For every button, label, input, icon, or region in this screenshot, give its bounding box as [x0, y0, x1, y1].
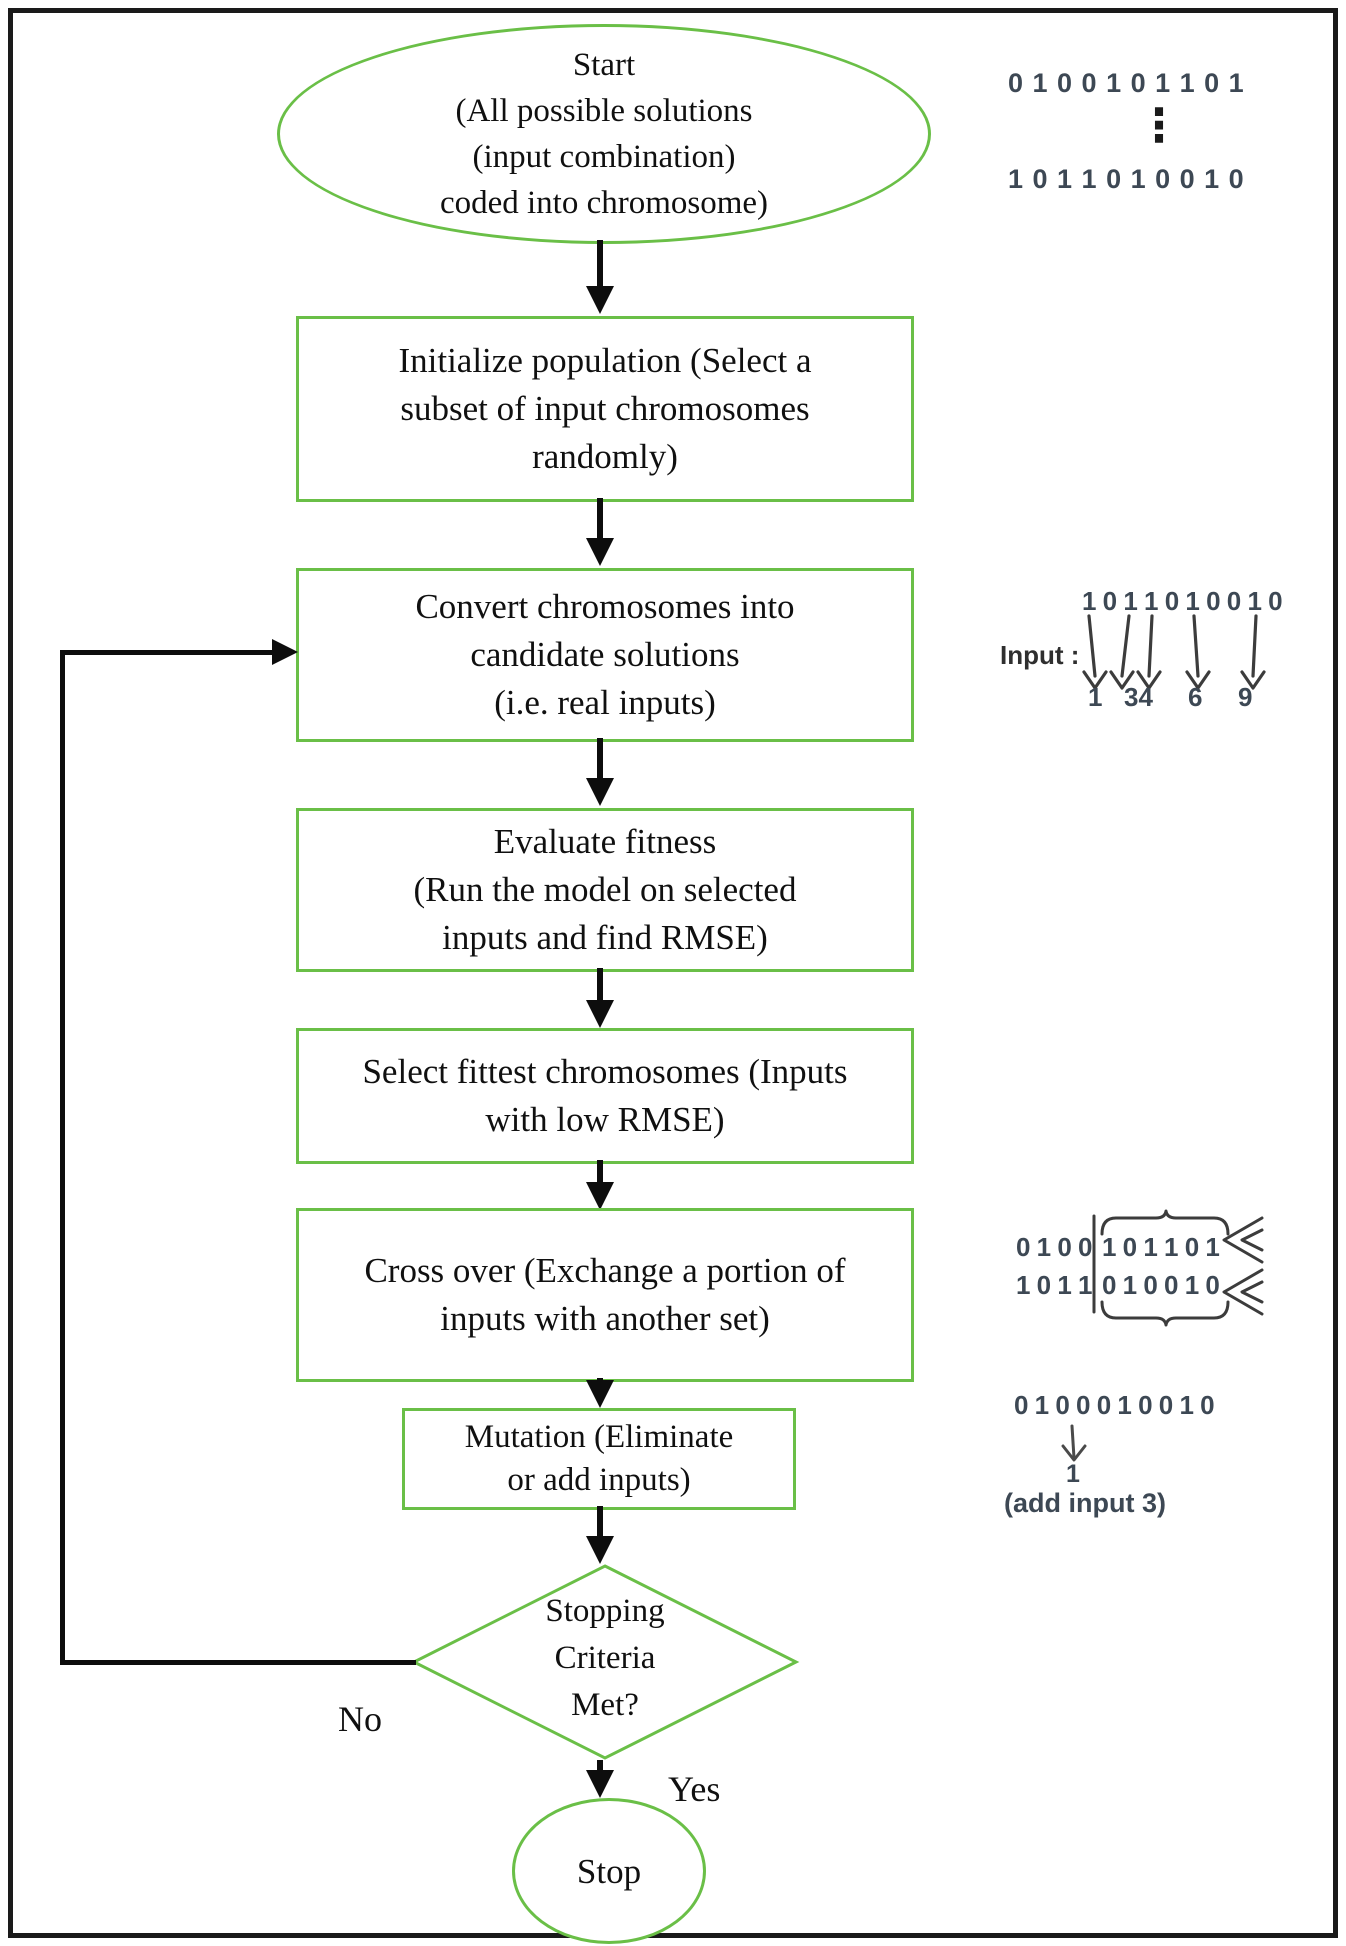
mutation-new-bit: 1	[1066, 1460, 1080, 1488]
loop-arrow-head	[272, 639, 298, 665]
flow-arrow-4-head	[586, 1000, 614, 1028]
start-line-4: coded into chromosome)	[439, 185, 769, 222]
evaluate-line-2: (Run the model on selected	[413, 869, 797, 909]
population-chromosome-row-1: 0 1 0 0 1 0 1 1 0 1	[1008, 68, 1244, 98]
evaluate-line-1: Evaluate fitness	[493, 821, 717, 861]
stop-label: Stop	[576, 1851, 642, 1891]
select-line-2: with low RMSE)	[485, 1100, 725, 1139]
convert-line-1: Convert chromosomes into	[415, 586, 795, 626]
crossover-row-1-right: 1 0 1 1 0 1	[1102, 1232, 1220, 1262]
step-box-convert-chromosomes: Convert chromosomes into candidate solut…	[296, 568, 914, 742]
initialize-line-3: randomly)	[532, 437, 678, 477]
start-line-1: Start	[572, 46, 636, 83]
flow-arrow-5-shaft	[597, 1160, 603, 1184]
step-box-mutation: Mutation (Eliminate or add inputs)	[402, 1408, 796, 1510]
branch-label-no: No	[338, 1699, 382, 1739]
population-chromosome-row-2: 1 0 1 1 0 1 0 0 1 0	[1008, 164, 1244, 194]
flow-arrow-2-shaft	[597, 498, 603, 540]
crossover-line-2: inputs with another set)	[440, 1299, 770, 1338]
start-line-2: (All possible solutions	[455, 92, 753, 129]
flow-arrow-5-head	[586, 1182, 614, 1210]
mutation-line-2: or add inputs)	[507, 1462, 691, 1498]
flow-arrow-7-shaft	[597, 1506, 603, 1538]
outer-frame	[8, 8, 1338, 1938]
branch-label-yes: Yes	[668, 1769, 721, 1809]
step-box-evaluate-fitness: Evaluate fitness (Run the model on selec…	[296, 808, 914, 972]
flow-arrow-3-head	[586, 778, 614, 806]
decision-diamond-shape	[410, 1564, 800, 1760]
initialize-line-2: subset of input chromosomes	[400, 388, 810, 428]
crossover-line-1: Cross over (Exchange a portion of	[364, 1250, 846, 1290]
mutation-bits: 0 1 0 0 0 1 0 0 1 0	[1014, 1390, 1215, 1420]
mutation-caption: (add input 3)	[1004, 1488, 1166, 1518]
loop-line-top	[60, 650, 272, 655]
population-ellipsis-dots: ⋮	[1136, 98, 1182, 152]
decision-diamond-text: Stopping Criteria Met?	[455, 1588, 755, 1729]
start-line-3: (input combination)	[472, 139, 736, 175]
flow-arrow-1-head	[586, 286, 614, 314]
input-map-value-1: 1	[1088, 682, 1103, 712]
mutation-line-1: Mutation (Eliminate	[464, 1419, 734, 1456]
flow-arrow-7-head	[586, 1536, 614, 1564]
select-line-1: Select fittest chromosomes (Inputs	[362, 1051, 848, 1091]
flow-arrow-8-head	[586, 1770, 614, 1798]
input-map-label: Input :	[1000, 640, 1080, 670]
start-terminator: Start (All possible solutions (input com…	[277, 24, 931, 244]
input-map-value-9: 9	[1238, 682, 1253, 712]
convert-line-2: candidate solutions	[470, 634, 740, 674]
evaluate-line-3: inputs and find RMSE)	[442, 918, 768, 958]
crossover-swap-decoration-icon	[1092, 1209, 1264, 1327]
loop-line-bottom	[60, 1660, 416, 1665]
input-map-value-6: 6	[1188, 682, 1203, 712]
flow-arrow-8-shaft	[597, 1760, 603, 1772]
stop-terminator: Stop	[512, 1798, 706, 1944]
decision-line-3: Met?	[571, 1686, 639, 1723]
mutation-arrow-icon	[1061, 1424, 1087, 1462]
flow-arrow-6-head	[586, 1380, 614, 1408]
input-map-bits: 1 0 1 1 0 1 0 0 1 0	[1082, 586, 1283, 616]
crossover-row-1-left: 0 1 0 0	[1016, 1232, 1093, 1262]
flow-arrow-1-shaft	[597, 240, 603, 288]
initialize-line-1: Initialize population (Select a	[398, 340, 812, 380]
input-map-arrows-icon	[1082, 614, 1266, 690]
flow-arrow-2-head	[586, 538, 614, 566]
decision-line-1: Stopping	[545, 1593, 665, 1629]
crossover-row-2-left: 1 0 1 1	[1016, 1270, 1093, 1300]
input-map-value-34: 34	[1124, 682, 1153, 712]
convert-line-3: (i.e. real inputs)	[494, 683, 716, 723]
crossover-row-2-right: 0 1 0 0 1 0	[1102, 1270, 1220, 1300]
step-box-initialize-population: Initialize population (Select a subset o…	[296, 316, 914, 502]
flow-arrow-3-shaft	[597, 738, 603, 780]
loop-line-vertical	[60, 650, 65, 1665]
step-box-cross-over: Cross over (Exchange a portion of inputs…	[296, 1208, 914, 1382]
decision-line-2: Criteria	[554, 1639, 656, 1676]
flow-arrow-4-shaft	[597, 968, 603, 1002]
step-box-select-fittest: Select fittest chromosomes (Inputs with …	[296, 1028, 914, 1164]
